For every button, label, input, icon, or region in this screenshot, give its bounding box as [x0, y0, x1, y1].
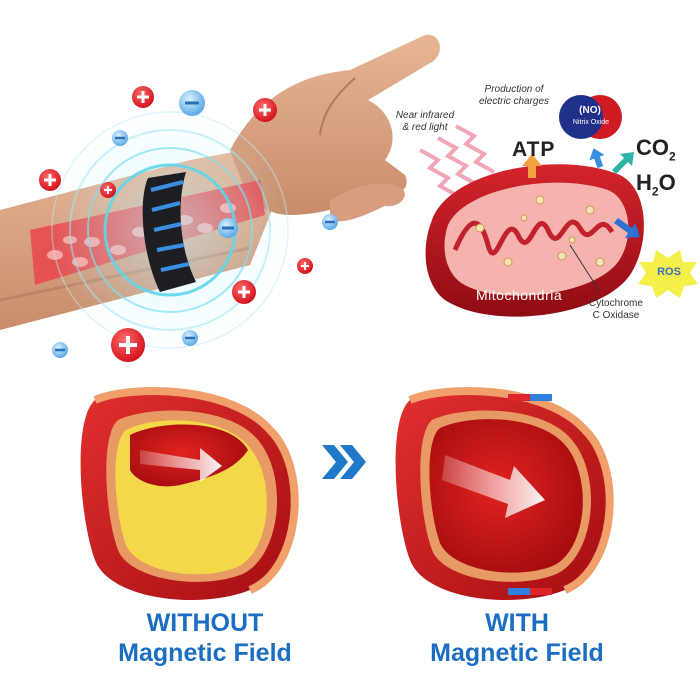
right-caption-line2: Magnetic Field [430, 639, 604, 667]
ros-label: ROS [657, 266, 681, 278]
nitric-oxide-molecule-icon [559, 95, 622, 139]
light-label-line1: Near infrared [395, 110, 455, 121]
right-caption: WITH Magnetic Field [392, 608, 642, 668]
atp-arrow-icon [522, 154, 542, 178]
ros-burst-icon [638, 250, 698, 298]
mitochondria [425, 164, 644, 317]
plus-ion-icon [232, 280, 256, 304]
magnetic-bracelet [142, 172, 196, 292]
atp-label: ATP [512, 138, 556, 161]
left-caption: WITHOUT Magnetic Field [80, 608, 330, 668]
h2o-post: O [658, 170, 676, 195]
co2-base: CO [636, 135, 669, 160]
left-caption-line1: WITHOUT [146, 609, 264, 637]
production-label: Production of electric charges [468, 84, 560, 108]
plus-ion-icon [253, 98, 277, 122]
vessel-without-field [80, 387, 299, 600]
minus-ion-icon [322, 214, 338, 230]
plus-ion-icon [132, 86, 154, 108]
minus-ion-icon [52, 342, 68, 358]
light-rays [419, 124, 511, 200]
production-label-line1: Production of [484, 84, 544, 95]
cytochrome-line1: Cytochrome [589, 298, 643, 309]
plus-ion-icon [39, 169, 61, 191]
co2-label: CO2 [636, 135, 676, 163]
minus-ion-icon [182, 330, 198, 346]
chevron-right-icon [322, 445, 366, 479]
h2o-sub: 2 [651, 184, 659, 199]
plus-ion-icon [100, 182, 116, 198]
right-caption-line1: WITH [485, 609, 549, 637]
h2o-pre: H [636, 170, 652, 195]
minus-ion-icon [179, 90, 205, 116]
left-caption-line2: Magnetic Field [118, 639, 292, 667]
cytochrome-label: Cytochrome C Oxidase [576, 298, 656, 322]
no-symbol: (NO) [579, 105, 601, 116]
magnet-top-icon [508, 394, 552, 401]
ros-arrow-icon [614, 218, 640, 238]
plus-ion-icon [111, 328, 145, 362]
minus-ion-icon [112, 130, 128, 146]
production-label-line2: electric charges [478, 96, 550, 107]
h2o-label: H2O [636, 170, 676, 198]
co2-sub: 2 [669, 149, 676, 164]
cytochrome-line2: C Oxidase [592, 310, 640, 321]
no-name: Nitrix Oxide [572, 119, 610, 126]
mitochondria-label: Mitochondria [476, 287, 563, 303]
magnet-bottom-icon [508, 588, 552, 595]
light-label-line2: & red light [402, 122, 448, 133]
vessel-with-field [395, 387, 614, 600]
co2-arrow-icon [612, 152, 634, 174]
light-label: Near infrared & red light [392, 110, 458, 134]
ion-particles [39, 86, 338, 362]
plus-ion-icon [297, 258, 313, 274]
no-arrow-icon [589, 148, 605, 169]
minus-ion-icon [218, 218, 238, 238]
